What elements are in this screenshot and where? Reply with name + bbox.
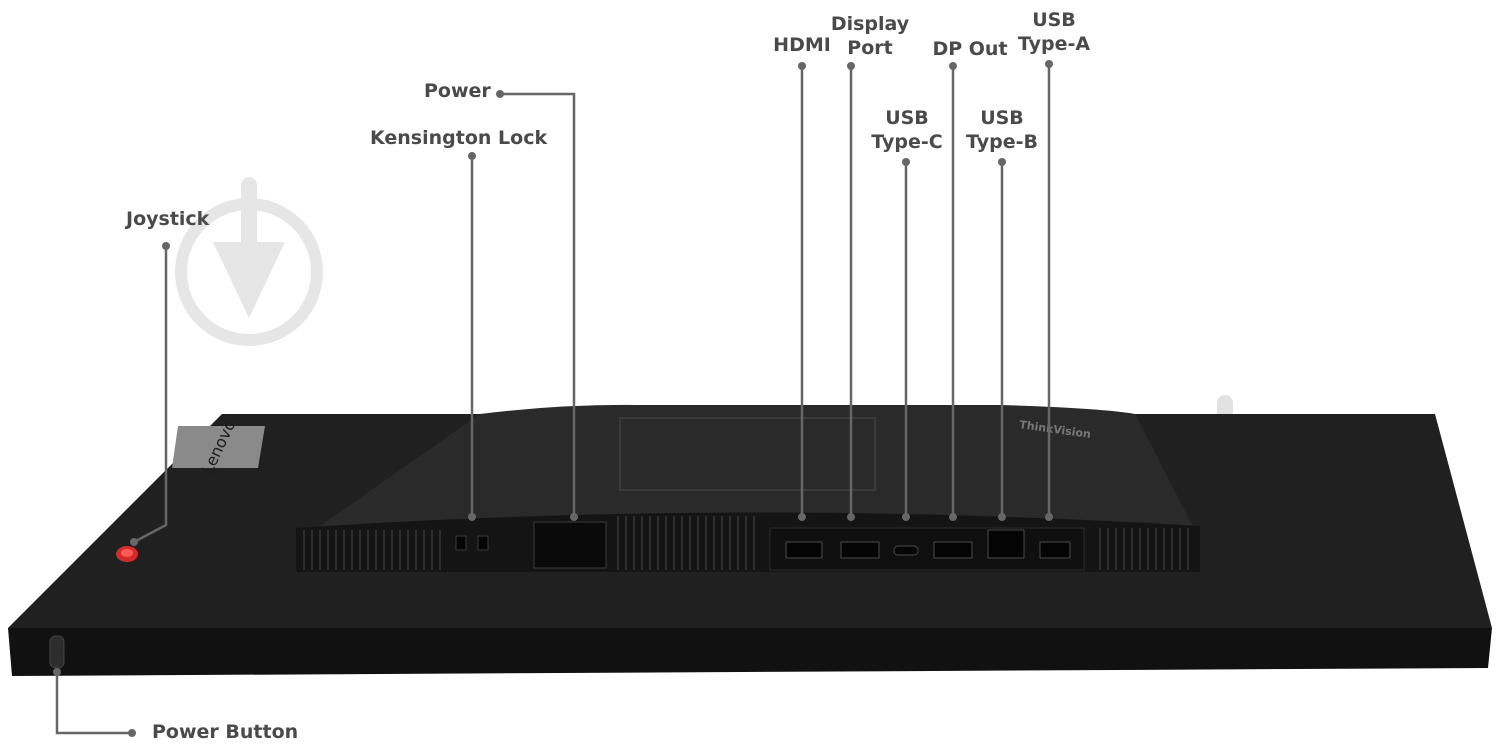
power-button-icon: [49, 635, 65, 669]
lenovo-logo: Lenovo: [172, 417, 265, 477]
leader-lines: [55, 64, 1051, 735]
callout-dp-out: DP Out: [920, 37, 1020, 61]
monitor-stand-mount: [300, 404, 1200, 540]
usb-type-b-port: [987, 529, 1025, 559]
callout-usb-type-b-line2: Type-B: [966, 131, 1038, 153]
callout-power-button: Power Button: [152, 720, 298, 744]
callout-display-port: Display Port: [820, 12, 920, 60]
kensington-lock-slot-2: [477, 535, 489, 551]
callout-usb-type-a: USB Type-A: [1006, 8, 1102, 56]
callout-usb-type-a-line1: USB: [1032, 9, 1076, 31]
callout-joystick-line1: Joystick: [126, 208, 210, 230]
callout-usb-type-a-line2: Type-A: [1017, 33, 1091, 55]
callout-power-line1: Power: [424, 80, 491, 102]
kensington-lock-slot: [455, 535, 467, 551]
usb-type-a-port: [1039, 541, 1071, 559]
callout-usb-type-c: USB Type-C: [860, 106, 954, 154]
callout-hdmi-line1: HDMI: [773, 34, 831, 56]
joystick-icon: [116, 546, 138, 562]
monitor: Lenovo ThinkVision: [8, 404, 1492, 676]
callout-usb-type-b-line1: USB: [980, 107, 1024, 129]
dp-out-port: [933, 541, 973, 559]
leader-power-button: [55, 672, 132, 735]
callout-joystick: Joystick: [126, 207, 209, 231]
leader-joystick: [133, 246, 168, 544]
leader-dots: [53, 60, 1053, 737]
monitor-front-edge: [8, 628, 1492, 676]
power-port: [533, 521, 607, 569]
vesa-mount-plate: [619, 417, 876, 491]
leader-power: [500, 92, 576, 517]
callout-kensington-lock: Kensington Lock: [370, 126, 547, 150]
display-port-port: [840, 541, 880, 559]
vent-slots: [303, 516, 1189, 570]
callout-power: Power: [424, 79, 491, 103]
usb-type-c-port: [893, 545, 919, 556]
callout-usb-type-c-line1: USB: [885, 107, 929, 129]
callout-dp-out-line1: DP Out: [932, 38, 1008, 60]
callout-hdmi: HDMI: [760, 33, 844, 57]
callout-power-button-line1: Power Button: [152, 721, 299, 743]
callout-kensington-lock-line1: Kensington Lock: [370, 127, 548, 149]
hdmi-port: [785, 541, 823, 559]
callout-display-port-line2: Port: [847, 37, 893, 59]
watermark-left-icon: [175, 177, 323, 346]
callout-display-port-line1: Display: [830, 13, 910, 35]
callout-usb-type-c-line2: Type-C: [871, 131, 943, 153]
callout-usb-type-b: USB Type-B: [955, 106, 1049, 154]
